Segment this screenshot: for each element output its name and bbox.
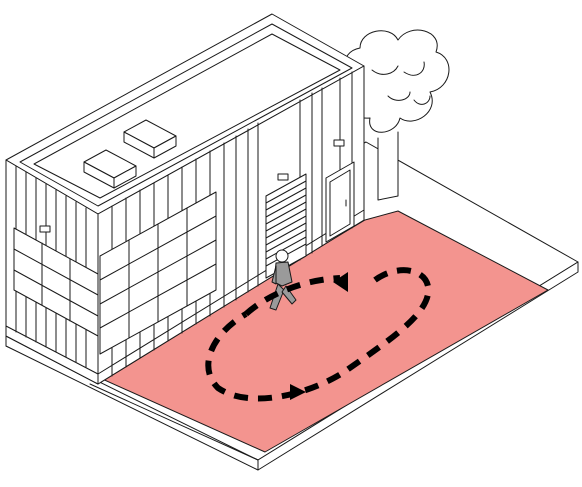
roll-up-door — [265, 173, 307, 279]
building — [5, 13, 365, 385]
circular-dashed-arrow-icon — [205, 267, 432, 402]
tree-icon — [344, 29, 450, 201]
rooftop-unit — [123, 119, 177, 159]
rooftop-unit — [83, 149, 137, 189]
service-door — [325, 139, 355, 243]
right-facade-windows — [99, 191, 217, 355]
left-facade-windows — [13, 225, 99, 337]
walking-person-icon — [269, 249, 297, 311]
